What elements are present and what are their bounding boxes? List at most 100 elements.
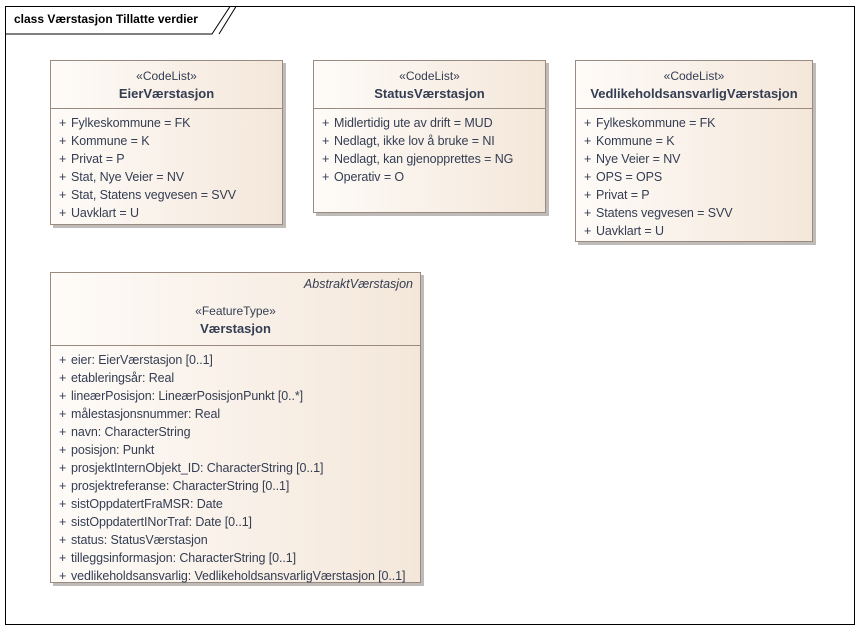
diagram-frame (5, 6, 855, 625)
attribute-label: Stat, Nye Veier = NV (71, 170, 184, 184)
attribute-row: + Uavklart = U (584, 222, 806, 240)
visibility-marker: + (59, 407, 67, 421)
class-header: «CodeList» VedlikeholdsansvarligVærstasj… (576, 61, 812, 109)
attribute-label: etableringsår: Real (71, 371, 175, 385)
attribute-label: Stat, Statens vegvesen = SVV (71, 188, 237, 202)
visibility-marker: + (59, 152, 67, 166)
parent-class-label: AbstraktVærstasjon (303, 277, 413, 291)
visibility-marker: + (59, 569, 67, 583)
stereotype-label: «CodeList» (399, 69, 460, 83)
visibility-marker: + (584, 116, 592, 130)
visibility-marker: + (59, 551, 67, 565)
class-name: EierVærstasjon (118, 86, 215, 101)
attribute-label: Uavklart = U (71, 206, 139, 220)
attribute-label: lineærPosisjon: LineærPosisjonPunkt [0..… (71, 389, 304, 403)
attribute-label: Nedlagt, kan gjenopprettes = NG (334, 152, 514, 166)
attribute-label: prosjektreferanse: CharacterString [0..1… (71, 479, 290, 493)
attribute-row: +status: StatusVærstasjon (59, 531, 414, 549)
title-tab-accent-line (218, 6, 237, 35)
attribute-label: Operativ = O (334, 170, 405, 184)
attribute-row: + eier: EierVærstasjon [0..1] (59, 351, 414, 369)
attribute-label: Nedlagt, ikke lov å bruke = NI (334, 134, 495, 148)
visibility-marker: + (59, 116, 67, 130)
visibility-marker: + (322, 170, 330, 184)
visibility-marker: + (584, 134, 592, 148)
attribute-row: + tilleggsinformasjon: CharacterString [0… (59, 549, 414, 567)
attribute-label: Fylkeskommune = FK (596, 116, 716, 130)
visibility-marker: + (59, 461, 67, 475)
attribute-label: vedlikeholdsansvarlig: Vedlikeholdsansva… (71, 569, 406, 583)
attribute-label: OPS = OPS (596, 170, 663, 184)
attribute-label: posisjon: Punkt (71, 443, 155, 457)
attribute-row: + vedlikeholdsansvarlig: Vedlikeholdsansv… (59, 567, 414, 585)
stereotype-label: «CodeList» (663, 69, 725, 83)
attribute-row: +Privat = P (584, 186, 806, 204)
visibility-marker: + (584, 224, 592, 238)
attribute-row: +Midlertidig ute av drift = MUD (322, 114, 539, 132)
attribute-list: +Fylkeskommune = FK+Kommune = K+Privat =… (51, 109, 282, 222)
attribute-row: + Nye Veier = NV (584, 150, 806, 168)
visibility-marker: + (59, 479, 67, 493)
visibility-marker: + (584, 188, 592, 202)
attribute-list: + eier: EierVærstasjon [0..1] + etablerings… (51, 346, 420, 585)
attribute-list: +Midlertidig ute av drift = MUD+Nedlagt,… (314, 109, 545, 186)
attribute-label: sistOppdatertINorTraf: Date [0..1] (71, 515, 252, 529)
class-box-eiervaerstasjon[interactable]: «CodeList» EierVærstasjon +Fylkeskommune… (50, 60, 283, 225)
attribute-row: + Nedlagt, kan gjenopprettes = NG (322, 150, 539, 168)
class-box-vaerstasjon[interactable]: AbstraktVærstasjon «FeatureType» Værstas… (50, 272, 421, 583)
visibility-marker: + (59, 443, 67, 457)
visibility-marker: + (59, 134, 67, 148)
attribute-row: + sistOppdatertINorTraf: Date [0..1] (59, 513, 414, 531)
class-name: Værstasjon (200, 321, 271, 336)
attribute-row: + lineærPosisjon: LineærPosisjonPunkt [0.… (59, 387, 414, 405)
visibility-marker: + (59, 170, 67, 184)
visibility-marker: + (584, 206, 592, 220)
attribute-row: + posisjon: Punkt (59, 441, 414, 459)
attribute-row: + Statens vegvesen = SVV (584, 204, 806, 222)
visibility-marker: + (59, 206, 67, 220)
visibility-marker: + (584, 152, 592, 166)
attribute-label: Uavklart = U (596, 224, 664, 238)
attribute-row: + Operativ = O (322, 168, 539, 186)
attribute-label: Nye Veier = NV (596, 152, 681, 166)
attribute-row: +sistOppdatertFraMSR: Date (59, 495, 414, 513)
attribute-row: + Kommune = K (584, 132, 806, 150)
diagram-title-tab (5, 6, 237, 35)
attribute-label: Midlertidig ute av drift = MUD (334, 116, 493, 130)
visibility-marker: + (59, 389, 67, 403)
class-box-statusvaerstasjon[interactable]: «CodeList» StatusVærstasjon +Midlertidig… (313, 60, 546, 213)
visibility-marker: + (59, 188, 67, 202)
attribute-row: + etableringsår: Real (59, 369, 414, 387)
attribute-label: navn: CharacterString (71, 425, 191, 439)
attribute-row: +målestasjonsnummer: Real (59, 405, 414, 423)
attribute-row: +navn: CharacterString (59, 423, 414, 441)
attribute-row: + prosjektreferanse: CharacterString [0..… (59, 477, 414, 495)
attribute-row: +Fylkeskommune = FK (59, 114, 276, 132)
class-header: «CodeList» EierVærstasjon (51, 61, 282, 109)
class-box-vedlikeholdsansvarligvaerstasjon[interactable]: «CodeList» VedlikeholdsansvarligVærstasj… (575, 60, 813, 242)
class-header: AbstraktVærstasjon «FeatureType» Værstas… (51, 273, 420, 346)
class-name: StatusVærstasjon (374, 86, 485, 101)
attribute-row: + Stat, Nye Veier = NV (59, 168, 276, 186)
attribute-row: + Privat = P (59, 150, 276, 168)
attribute-label: eier: EierVærstasjon [0..1] (71, 353, 213, 367)
visibility-marker: + (584, 170, 592, 184)
attribute-row: +Nedlagt, ikke lov å bruke = NI (322, 132, 539, 150)
attribute-label: Statens vegvesen = SVV (596, 206, 733, 220)
attribute-row: + Uavklart = U (59, 204, 276, 222)
attribute-label: sistOppdatertFraMSR: Date (71, 497, 223, 511)
attribute-row: +prosjektInternObjekt_ID: CharacterStrin… (59, 459, 414, 477)
attribute-label: tilleggsinformasjon: CharacterString [0.… (71, 551, 296, 565)
visibility-marker: + (59, 533, 67, 547)
diagram-title: class Værstasjon Tillatte verdier (14, 12, 198, 26)
attribute-label: Kommune = K (596, 134, 675, 148)
attribute-label: Privat = P (71, 152, 125, 166)
visibility-marker: + (59, 515, 67, 529)
title-tab-shape (5, 6, 231, 35)
visibility-marker: + (59, 371, 67, 385)
visibility-marker: + (59, 353, 67, 367)
attribute-row: + Fylkeskommune = FK (584, 114, 806, 132)
attribute-row: + OPS = OPS (584, 168, 806, 186)
visibility-marker: + (322, 152, 330, 166)
attribute-label: Kommune = K (71, 134, 150, 148)
